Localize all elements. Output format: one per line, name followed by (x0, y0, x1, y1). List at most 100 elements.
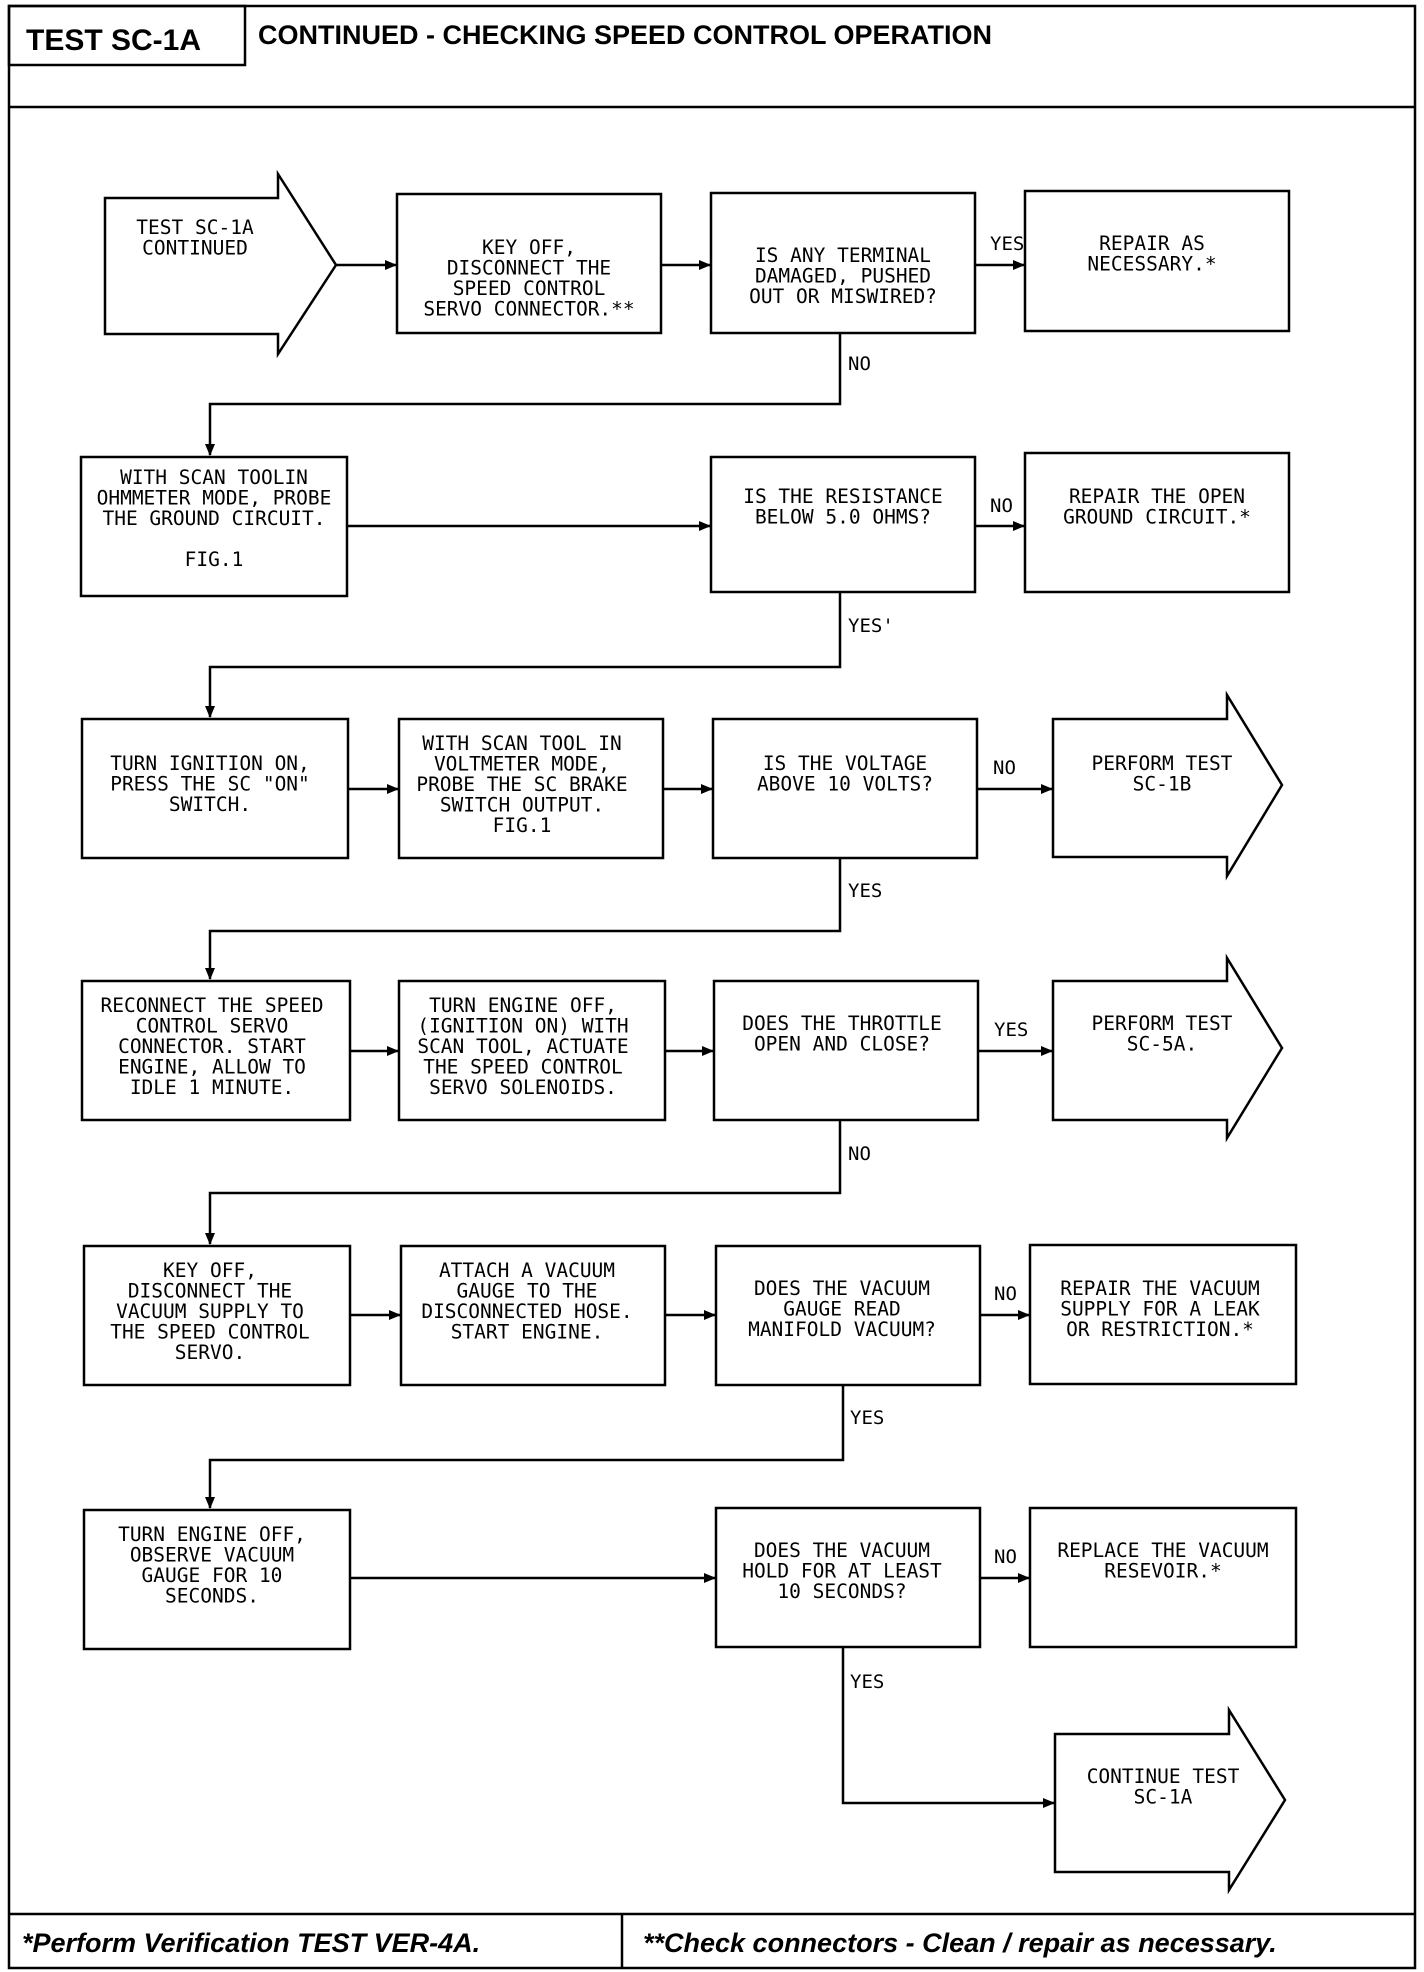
node-text-line: GAUGE READ (783, 1298, 900, 1321)
outer-frame (7, 4, 1417, 1970)
node-text-line: ATTACH A VACUUM (439, 1259, 615, 1282)
node-text-line: DISCONNECTED HOSE. (421, 1300, 632, 1323)
test-id: TEST SC-1A (26, 24, 201, 57)
label-voltage-yes: YES (848, 880, 882, 902)
node-text-line: OR RESTRICTION.* (1066, 1318, 1254, 1341)
node-text-line: OHMMETER MODE, PROBE (97, 487, 332, 510)
node-text-line: DOES THE VACUUM (754, 1539, 930, 1562)
label-throttle-no: NO (848, 1143, 871, 1165)
node-text-line: VOLTMETER MODE, (434, 753, 610, 776)
node-text-line: ABOVE 10 VOLTS? (757, 773, 933, 796)
node-text-line: THE SPEED CONTROL (423, 1056, 623, 1079)
label-manifold-yes: YES (850, 1407, 884, 1429)
node-text-line: GAUGE FOR 10 (142, 1564, 283, 1587)
node-text-line: VACUUM SUPPLY TO (116, 1300, 304, 1323)
node-text-line: CONTINUE TEST (1087, 1765, 1240, 1788)
node-text-line: SCAN TOOL, ACTUATE (417, 1035, 628, 1058)
connectors (205, 260, 1055, 1808)
node-text-line: DOES THE VACUUM (754, 1277, 930, 1300)
node-text-line: TURN ENGINE OFF, (118, 1523, 306, 1546)
node-text-line: WITH SCAN TOOLIN (120, 466, 308, 489)
edge-resistance-yes (205, 592, 842, 718)
edge-manifold-yes (205, 1385, 845, 1509)
test-id-box (7, 4, 247, 67)
node-text-line: SC-1A (1134, 1786, 1193, 1809)
label-resistance-yes: YES' (848, 615, 894, 637)
node-text-line: NECESSARY.* (1087, 253, 1216, 276)
node-text-line: DISCONNECT THE (447, 257, 611, 280)
node-text-line: SPEED CONTROL (453, 277, 606, 300)
node-text-line: CONNECTOR. START (118, 1035, 306, 1058)
footnote-connectors: **Check connectors - Clean / repair as n… (643, 1928, 1277, 1958)
page-title: CONTINUED - CHECKING SPEED CONTROL OPERA… (258, 20, 992, 50)
node-text-line: FIG.1 (493, 814, 552, 837)
node-text-line: ENGINE, ALLOW TO (118, 1056, 306, 1079)
node-text-line: SC-5A. (1127, 1033, 1197, 1056)
node-text-line: IS THE RESISTANCE (743, 485, 943, 508)
node-text-line: REPAIR THE VACUUM (1060, 1277, 1260, 1300)
node-text-line: FIG.1 (185, 548, 244, 571)
node-text-line: WITH SCAN TOOL IN (422, 732, 622, 755)
turn-ignition-on-box: TURN IGNITION ON,PRESS THE SC "ON"SWITCH… (80, 717, 350, 860)
node-text-line: PRESS THE SC "ON" (110, 773, 310, 796)
node-text-line: 10 SECONDS? (777, 1580, 906, 1603)
node-text-line: PERFORM TEST (1092, 752, 1233, 775)
node-text-line: GAUGE TO THE (457, 1280, 598, 1303)
label-terminal-no: NO (848, 353, 871, 375)
footnote-verification: *Perform Verification TEST VER-4A. (22, 1928, 480, 1958)
edge-hold-yes (841, 1647, 1055, 1808)
node-text-line: REPLACE THE VACUUM (1057, 1539, 1268, 1562)
node-text-line: BELOW 5.0 OHMS? (755, 506, 931, 529)
edge-terminal-no (205, 333, 842, 456)
node-text-line: SERVO CONNECTOR.** (423, 298, 634, 321)
node-text-line: (IGNITION ON) WITH (417, 1015, 628, 1038)
label-voltage-no: NO (993, 757, 1016, 779)
node-text-line: KEY OFF, (482, 236, 576, 259)
label-terminal-yes: YES (990, 233, 1024, 255)
node-text-line: DOES THE THROTTLE (742, 1012, 942, 1035)
node-text-line: START ENGINE. (451, 1321, 604, 1344)
label-hold-yes: YES (850, 1671, 884, 1693)
node-text-line: IS THE VOLTAGE (763, 752, 927, 775)
label-throttle-yes: YES (994, 1019, 1028, 1041)
node-text-line: SERVO. (175, 1341, 245, 1364)
node-text-line: OPEN AND CLOSE? (754, 1033, 930, 1056)
node-text-line: DAMAGED, PUSHED (755, 265, 931, 288)
node-text-line: SERVO SOLENOIDS. (429, 1076, 617, 1099)
node-text-line: RESEVOIR.* (1104, 1560, 1221, 1583)
node-text-line: SWITCH OUTPUT. (440, 794, 604, 817)
node-text-line: SUPPLY FOR A LEAK (1060, 1298, 1260, 1321)
node-text-line: CONTINUED (142, 237, 248, 260)
node-text-line: DISCONNECT THE (128, 1280, 292, 1303)
node-text-line: CONTROL SERVO (136, 1015, 289, 1038)
node-text-line: OUT OR MISWIRED? (749, 285, 937, 308)
node-text-line: MANIFOLD VACUUM? (748, 1318, 936, 1341)
node-text-line: HOLD FOR AT LEAST (742, 1560, 942, 1583)
node-text-line: SECONDS. (165, 1585, 259, 1608)
node-text-line: KEY OFF, (163, 1259, 257, 1282)
node-text-line: THE SPEED CONTROL (110, 1321, 310, 1344)
node-text-line: PERFORM TEST (1092, 1012, 1233, 1035)
node-text-line: TURN ENGINE OFF, (429, 994, 617, 1017)
node-text-line: REPAIR AS (1099, 232, 1205, 255)
node-text-line: IS ANY TERMINAL (755, 244, 931, 267)
